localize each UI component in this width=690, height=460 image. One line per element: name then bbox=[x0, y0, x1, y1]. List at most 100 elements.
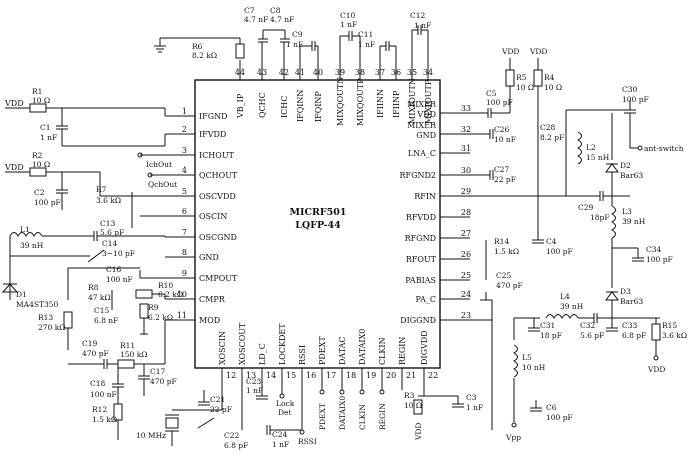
ref-label: C30 bbox=[622, 85, 638, 94]
pin-label: QCHOUT bbox=[199, 171, 238, 180]
pin-num: 18 bbox=[346, 371, 356, 380]
pin-label: PABIAS bbox=[405, 276, 436, 285]
pin-label: PDEXT bbox=[318, 336, 327, 365]
inductor-l1 bbox=[9, 232, 43, 238]
value-label: 10 Ω bbox=[544, 83, 562, 92]
value-label: 1 nF bbox=[272, 440, 289, 449]
ref-label: R1 bbox=[32, 87, 42, 96]
ref-label: C32 bbox=[580, 321, 596, 330]
resistor-r15 bbox=[651, 323, 661, 341]
value-label: 39 nH bbox=[622, 217, 646, 226]
pin-num: 27 bbox=[461, 229, 471, 238]
ref-label: C10 bbox=[340, 11, 356, 20]
pin-num: 28 bbox=[461, 208, 471, 217]
pin-num: 25 bbox=[461, 271, 471, 280]
ref-label: C7 bbox=[244, 6, 255, 15]
ref-label: C8 bbox=[270, 6, 281, 15]
value-label: 10 Ω bbox=[32, 160, 50, 169]
ref-label: C6 bbox=[546, 403, 557, 412]
value-label: 470 pF bbox=[150, 377, 177, 386]
resistor-r1 bbox=[29, 103, 47, 113]
pin-label: PA_C bbox=[415, 295, 436, 304]
pin-label: RFGND2 bbox=[400, 171, 436, 180]
pin-num: 38 bbox=[355, 68, 365, 77]
value-label: 22 pF bbox=[210, 405, 232, 414]
ref-label: C14 bbox=[102, 239, 118, 248]
value-label: 1.5 kΩ bbox=[92, 415, 117, 424]
pin-label: REGIN bbox=[398, 337, 407, 365]
net-label: VDD bbox=[647, 365, 665, 374]
ref-label: C34 bbox=[646, 245, 662, 254]
ref-label: L4 bbox=[560, 292, 570, 301]
ref-label: C17 bbox=[150, 367, 166, 376]
pin-num: 44 bbox=[235, 68, 245, 77]
value-label: 6.2 kΩ bbox=[148, 313, 173, 322]
pin-num: 17 bbox=[326, 371, 336, 380]
pin-num: 1 bbox=[182, 107, 187, 116]
net-label: RSSI bbox=[298, 437, 317, 446]
pin-label: ICHOUT bbox=[199, 151, 235, 160]
value-label: 10 nF bbox=[494, 135, 516, 144]
ref-label: C33 bbox=[622, 321, 638, 330]
pin-num: 24 bbox=[461, 290, 471, 299]
pin-num: 39 bbox=[335, 68, 345, 77]
ref-label: C13 bbox=[100, 219, 116, 228]
pin-num: 9 bbox=[182, 269, 187, 278]
net-label: DATAIX0 bbox=[338, 396, 347, 430]
pin-num: 37 bbox=[375, 68, 385, 77]
inductor-l2 bbox=[576, 131, 582, 165]
value-label: 1 nF bbox=[466, 403, 483, 412]
pin-num: 15 bbox=[286, 371, 296, 380]
net-label: REGIN bbox=[378, 403, 387, 430]
vdd-label: VDD bbox=[4, 163, 24, 172]
value-label: 100 pF bbox=[546, 247, 573, 256]
value-label: 100 pF bbox=[646, 255, 673, 264]
value-label: 150 kΩ bbox=[120, 350, 147, 359]
ic-part-number: MICRF501 bbox=[290, 207, 347, 218]
pin-num: 34 bbox=[423, 68, 433, 77]
ic-package: LQFP-44 bbox=[295, 220, 341, 231]
value-label: 1 nF bbox=[286, 40, 303, 49]
ref-label: R12 bbox=[92, 405, 107, 414]
pin-label: CMPR bbox=[199, 295, 226, 304]
ref-label: C24 bbox=[272, 430, 288, 439]
ref-label: R4 bbox=[544, 73, 555, 82]
pin-label: MIXIOUTP bbox=[424, 79, 433, 124]
pin-num: 21 bbox=[406, 371, 416, 380]
inductor-l5 bbox=[512, 344, 518, 378]
resistor-r6 bbox=[235, 43, 245, 59]
ref-label: L5 bbox=[522, 353, 532, 362]
pin-label: RFIN bbox=[414, 192, 436, 201]
value-label: 3~10 pF bbox=[102, 249, 135, 258]
pin-num: 7 bbox=[182, 228, 187, 237]
ref-label: C31 bbox=[540, 321, 555, 330]
value-label: 1 nF bbox=[414, 21, 431, 30]
ref-label: R5 bbox=[516, 73, 527, 82]
pin-label: MIXER bbox=[407, 121, 437, 130]
ref-label: D3 bbox=[620, 287, 631, 296]
crystal-label: 10 MHz bbox=[136, 431, 166, 440]
ref-label: C12 bbox=[410, 11, 426, 20]
pin-label: IFQINN bbox=[296, 90, 305, 122]
pin-num: 11 bbox=[177, 311, 187, 320]
ref-label: C1 bbox=[40, 123, 51, 132]
pin-label: RFGND bbox=[405, 234, 436, 243]
pin-label: IFGND bbox=[199, 112, 228, 121]
pin-num: 5 bbox=[182, 187, 187, 196]
value-label: 4.7 nF bbox=[244, 15, 268, 24]
net-label: ant-switch bbox=[644, 144, 684, 153]
ref-label: C5 bbox=[486, 89, 497, 98]
pin-label: IFIINP bbox=[392, 90, 401, 118]
value-label: 100 pF bbox=[546, 413, 573, 422]
value-label: 270 kΩ bbox=[38, 323, 65, 332]
ref-label: R7 bbox=[96, 185, 107, 194]
value-label: 100 nF bbox=[106, 275, 133, 284]
pin-label: GND bbox=[199, 253, 219, 262]
pin-num: 26 bbox=[461, 250, 471, 259]
value-label: 100 pF bbox=[486, 98, 513, 107]
pin-label: MIXIOUTN bbox=[408, 78, 417, 124]
pin-label: DATAC bbox=[338, 336, 347, 365]
